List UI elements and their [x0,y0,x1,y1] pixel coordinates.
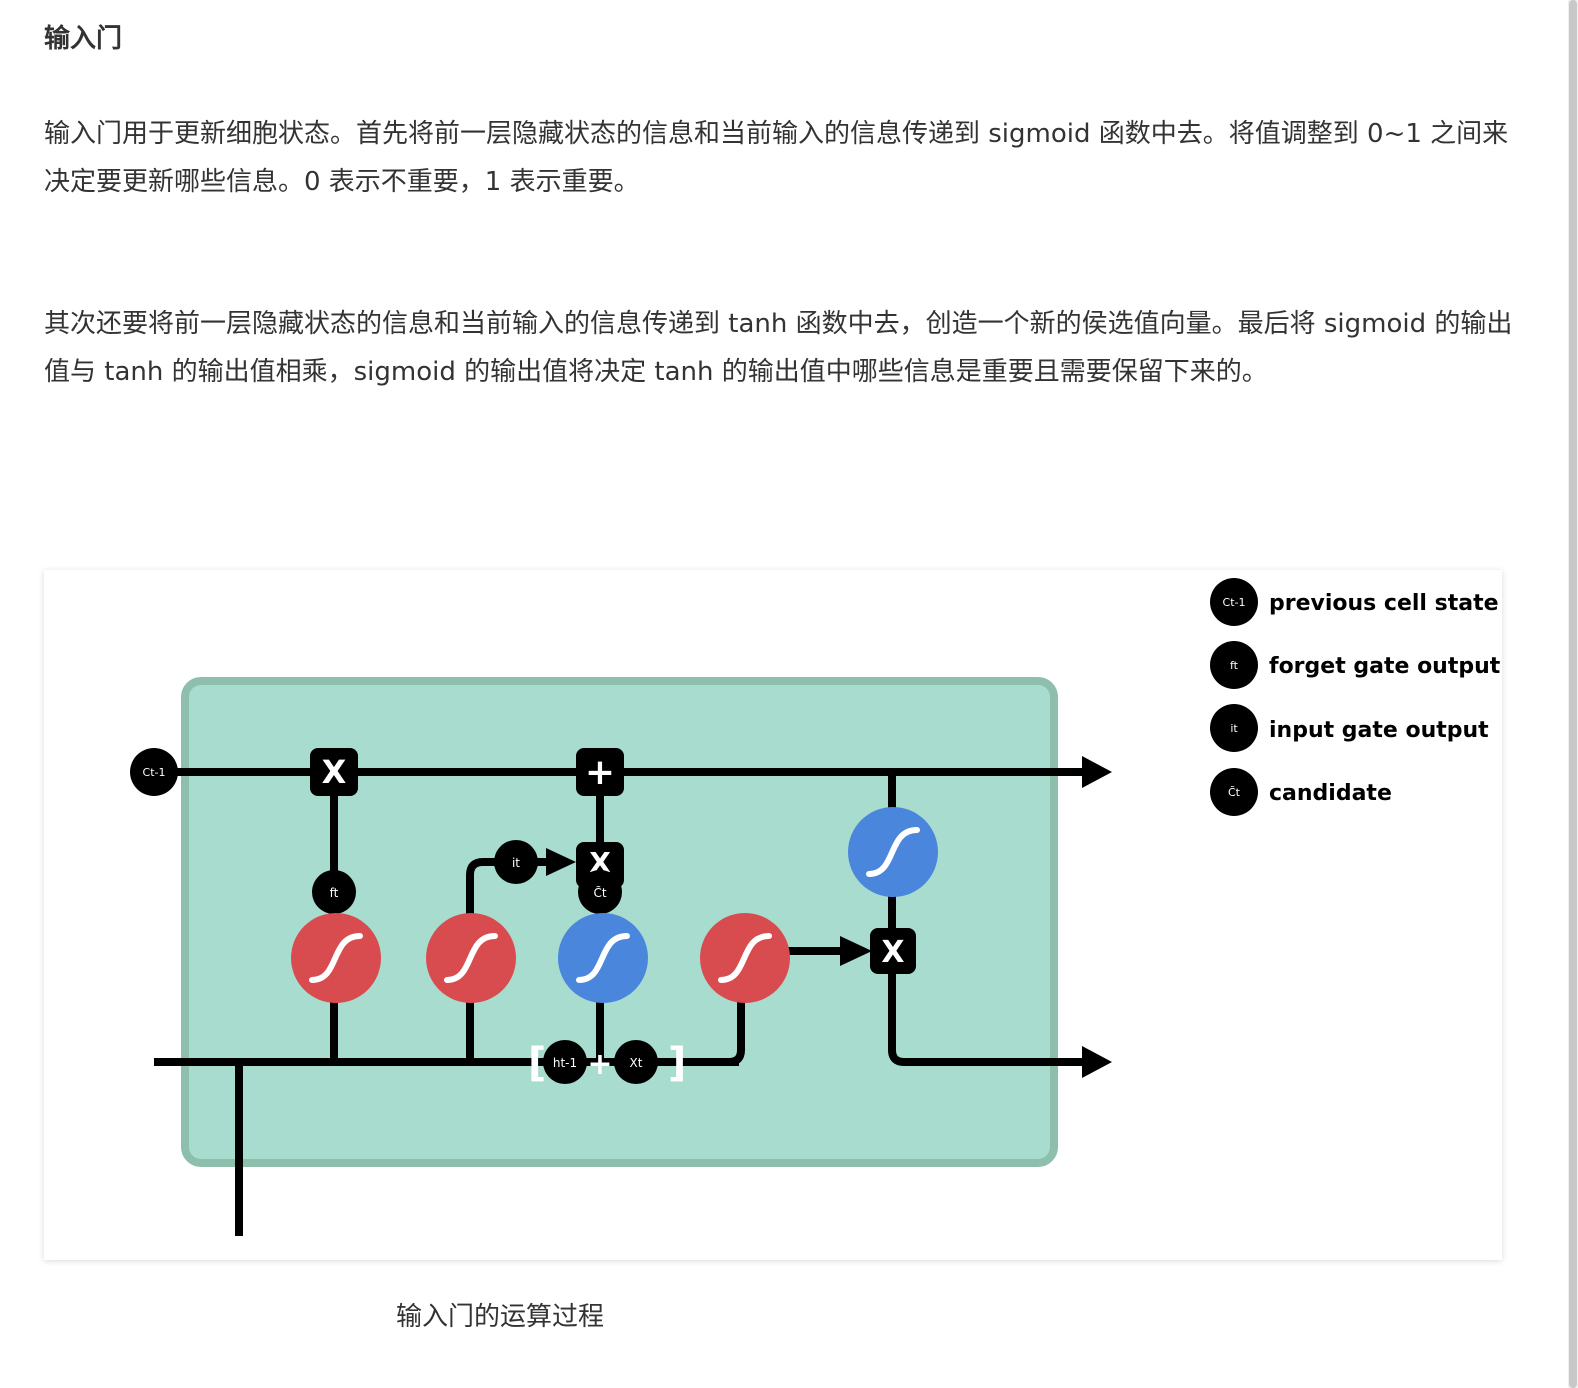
concat-group: [ ] ht-1 + Xt [528,1040,686,1086]
lstm-input-gate-figure: X + X X Ct-1 ft it [44,570,1502,1260]
legend-item-forget: ft forget gate output [1210,641,1501,689]
to-multiply-arrow-2 [840,936,872,966]
legend-label-forget: forget gate output [1269,654,1501,679]
legend-label-candidate: candidate [1269,781,1392,806]
ft-node: ft [312,870,356,914]
h-prev-label: ht-1 [553,1056,577,1070]
c-tilde-node: C̃t [578,870,622,914]
scrollbar-thumb[interactable] [1569,0,1577,1388]
paragraph-tanh: 其次还要将前一层隐藏状态的信息和当前输入的信息传递到 tanh 函数中去，创造一… [44,309,1513,387]
legend-badge-candidate: C̃t [1228,786,1241,799]
candidate-tanh-gate [558,913,648,1003]
to-multiply-arrow-1 [546,848,576,876]
forget-multiply-label: X [322,753,347,791]
output-multiply-label: X [881,935,904,970]
sigmoid-curve-icon [309,933,363,983]
legend-item-candidate: C̃t candidate [1210,768,1392,816]
sigmoid-curve-icon [444,933,498,983]
c-prev-label: Ct-1 [143,766,166,779]
concat-bracket-close: ] [668,1040,686,1086]
hidden-state-arrow [1082,1046,1112,1078]
it-label: it [512,856,520,870]
forget-sigmoid-gate [291,913,381,1003]
input-sigmoid-gate [426,913,516,1003]
ft-label: ft [330,886,339,900]
c-prev-node: Ct-1 [130,748,178,796]
legend-badge-forget: ft [1230,659,1239,672]
cell-add-op: + [576,748,624,796]
output-multiply-op: X [870,928,916,974]
c-tilde-label: C̃t [593,886,606,900]
paragraph-sigmoid: 输入门用于更新细胞状态。首先将前一层隐藏状态的信息和当前输入的信息传递到 sig… [44,119,1509,197]
concat-plus: + [587,1047,612,1082]
x-t-label: Xt [630,1056,643,1070]
cell-tanh-gate [848,807,938,897]
legend-label-input: input gate output [1269,718,1489,743]
section-title: 输入门 [44,24,123,54]
forget-multiply-op: X [310,748,358,796]
tanh-curve-icon [576,933,630,983]
legend-badge-prev-cell: Ct-1 [1223,596,1246,609]
figure-caption: 输入门的运算过程 [396,1302,605,1332]
lstm-diagram: X + X X Ct-1 ft it [130,578,1501,1236]
it-node: it [494,840,538,884]
sigmoid-curve-icon [718,933,772,983]
concat-bracket-open: [ [528,1040,546,1086]
output-sigmoid-gate [700,913,790,1003]
legend: Ct-1 previous cell state ft forget gate … [1210,578,1501,816]
tanh-curve-icon [866,827,920,877]
cell-add-label: + [585,752,615,793]
cell-state-arrow [1082,756,1112,788]
page-scrollbar[interactable] [1568,0,1578,1388]
legend-badge-input: it [1230,722,1238,735]
legend-item-prev-cell: Ct-1 previous cell state [1210,578,1499,626]
legend-label-prev-cell: previous cell state [1269,591,1499,616]
legend-item-input: it input gate output [1210,704,1489,752]
